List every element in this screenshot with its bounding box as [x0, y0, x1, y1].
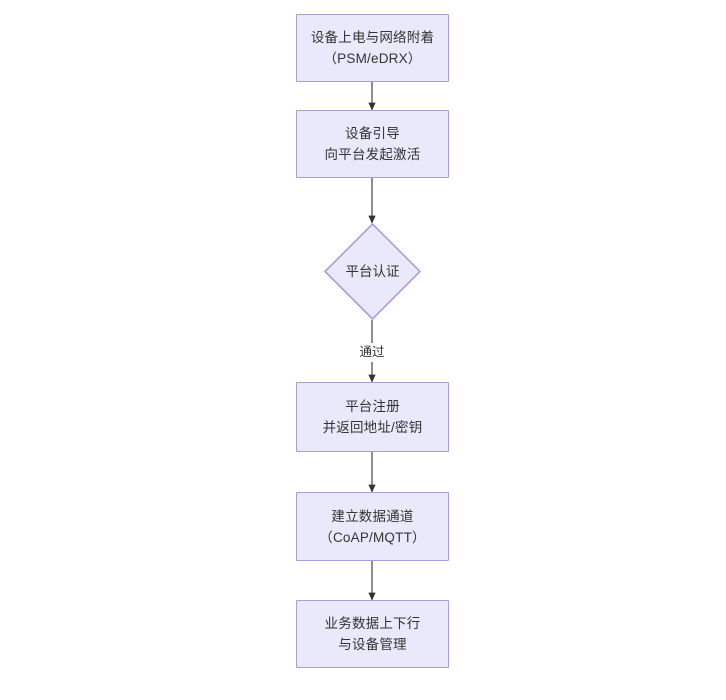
node-text-line: 平台认证 [345, 264, 400, 279]
node-text-line: 平台注册 [345, 399, 400, 414]
node-text-line: 与设备管理 [338, 637, 407, 652]
process-node-n2[interactable]: 设备引导向平台发起激活 [296, 110, 449, 178]
edge-label-e3: 通过 [357, 342, 387, 362]
process-node-n6[interactable]: 业务数据上下行与设备管理 [296, 600, 449, 668]
node-text-line: 并返回地址/密钥 [322, 420, 423, 435]
node-text-line: 设备上电与网络附着 [310, 30, 435, 45]
process-node-n4[interactable]: 平台注册并返回地址/密钥 [296, 382, 449, 452]
node-text-line: 建立数据通道 [331, 508, 414, 524]
node-text-line: 设备引导 [345, 126, 400, 141]
node-text-line: （CoAP/MQTT） [319, 529, 426, 545]
diamond-shape [324, 223, 421, 320]
process-node-n5[interactable]: 建立数据通道 （CoAP/MQTT） [296, 492, 449, 561]
node-label: 平台认证 [346, 261, 400, 282]
node-text-line: （PSM/eDRX） [323, 51, 422, 66]
node-text-line: 向平台发起激活 [324, 147, 421, 162]
process-node-n1[interactable]: 设备上电与网络附着 （PSM/eDRX） [296, 14, 449, 82]
node-text-line: 业务数据上下行 [324, 616, 421, 631]
decision-node-n3[interactable]: 平台认证 [324, 223, 421, 320]
